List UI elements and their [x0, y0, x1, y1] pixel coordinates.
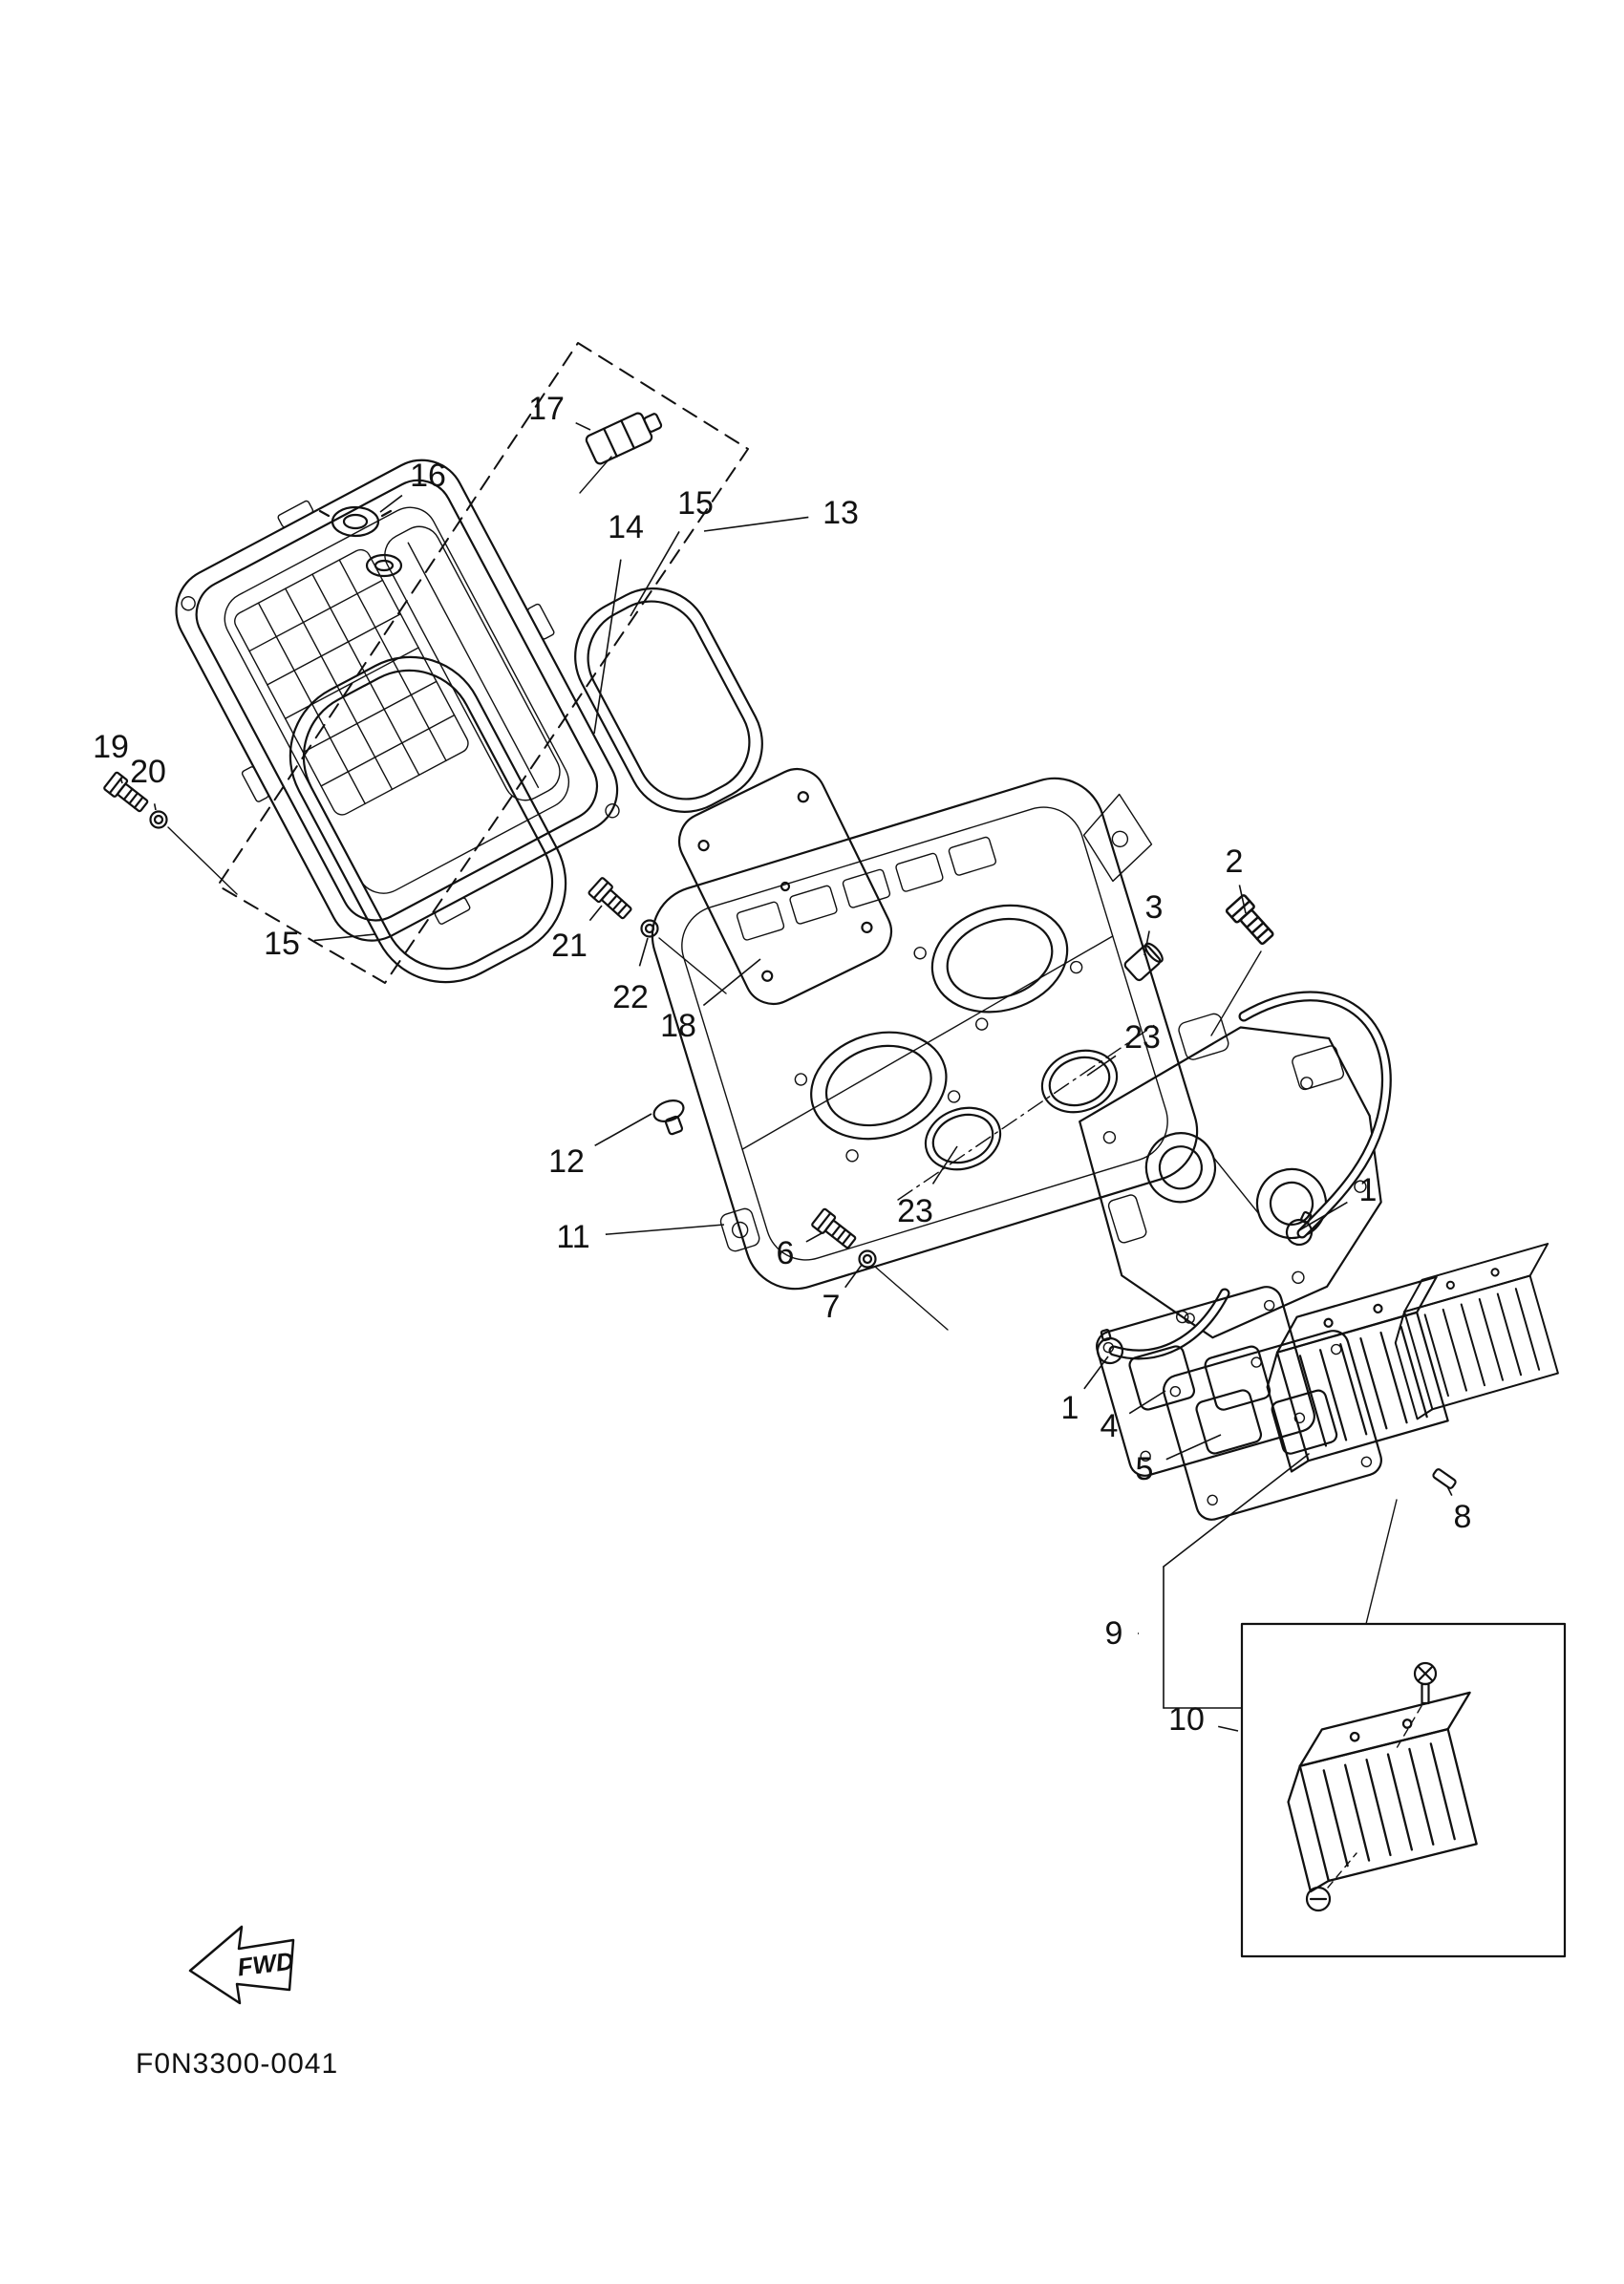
callout-8: 8	[1454, 1499, 1472, 1535]
callout-leader-8	[1446, 1485, 1453, 1496]
callout-22: 22	[612, 979, 649, 1015]
callout-leader-7	[844, 1264, 863, 1289]
callout-1: 1	[1359, 1172, 1378, 1208]
gasket-4	[1096, 1286, 1315, 1477]
callout-13: 13	[823, 495, 859, 531]
callout-1: 1	[1061, 1390, 1079, 1426]
fwd-arrow-shape	[188, 1925, 295, 2005]
diagram-code: F0N3300-0041	[136, 2048, 338, 2080]
callout-9: 9	[1105, 1615, 1123, 1652]
bolt-2-axis	[1210, 950, 1262, 1036]
bolt-6	[810, 1206, 860, 1253]
callout-leader-16	[379, 494, 403, 513]
washer-7	[858, 1249, 877, 1269]
connector	[585, 412, 663, 465]
callout-6: 6	[777, 1235, 795, 1271]
connector-mount-line	[579, 456, 612, 494]
callout-12: 12	[548, 1143, 585, 1180]
callout-15: 15	[677, 485, 714, 522]
detail-screw-top	[1413, 1661, 1438, 1705]
callout-leader-13	[703, 516, 809, 532]
fwd-label: FWD	[236, 1946, 296, 1981]
bore-centerline	[897, 1023, 1157, 1201]
callout-leader-1	[1083, 1355, 1109, 1390]
plug	[652, 1099, 685, 1136]
callout-20: 20	[130, 754, 166, 790]
callout-14: 14	[608, 509, 644, 545]
callout-leader-23	[931, 1145, 958, 1185]
bolt-6-axis	[874, 1266, 949, 1331]
detail-inset-box	[1240, 1622, 1567, 1958]
washer-20	[149, 810, 168, 829]
dashed-boundary-box	[217, 342, 749, 984]
bolt-21	[587, 876, 636, 924]
cap	[318, 505, 393, 538]
callout-leader-15	[630, 531, 680, 617]
detail-screw-bottom	[1305, 1886, 1332, 1912]
bolt-19-axis	[167, 826, 238, 895]
breather-hose-upper-inner	[1240, 993, 1390, 1237]
callout-4: 4	[1100, 1408, 1119, 1444]
callout-17: 17	[528, 391, 565, 427]
callout-9-arm-top	[1163, 1453, 1310, 1568]
callout-19: 19	[93, 729, 129, 765]
detail-screw-bottom-guide	[1327, 1852, 1357, 1889]
callout-leader-21	[588, 905, 603, 922]
callout-leader-4	[1128, 1390, 1166, 1415]
bolt-2	[1224, 893, 1278, 950]
o-ring-23b	[1032, 1039, 1127, 1123]
callout-leader-11	[605, 1224, 725, 1236]
callout-leader-15	[313, 933, 376, 942]
callout-leader-2	[1238, 885, 1247, 914]
callout-leader-10	[1218, 1725, 1239, 1732]
spacer-3	[1123, 942, 1164, 982]
callout-15: 15	[264, 926, 300, 962]
reed-valve-assembly-b	[1379, 1243, 1586, 1420]
air-silencer-case	[175, 459, 620, 942]
washer-22	[640, 919, 659, 938]
callout-21: 21	[551, 928, 588, 964]
callout-2: 2	[1226, 843, 1244, 880]
callout-leader-18	[702, 958, 761, 1007]
cap-mount	[365, 553, 403, 578]
o-ring-23a	[915, 1097, 1011, 1181]
callout-leader-6	[805, 1231, 824, 1243]
callout-leader-12	[594, 1113, 652, 1147]
callout-leader-1	[1298, 1201, 1348, 1231]
callout-11: 11	[556, 1219, 589, 1255]
pin	[1432, 1468, 1457, 1489]
callout-3: 3	[1145, 889, 1164, 926]
breather-hose-lower-inner	[1110, 1290, 1229, 1358]
fwd-arrow: FWD	[188, 1925, 296, 2005]
callout-leader-19	[119, 778, 123, 784]
callout-leader-17	[575, 421, 591, 431]
callout-5: 5	[1136, 1451, 1154, 1487]
callout-leader-14	[593, 559, 622, 735]
callout-leader-23	[1086, 1055, 1117, 1077]
intake-manifold	[1079, 1013, 1382, 1339]
callout-leader-22	[638, 937, 649, 967]
detail-reed-valve	[1271, 1691, 1508, 1893]
seal-ring-large	[288, 655, 567, 984]
gasket-5	[1163, 1330, 1382, 1521]
intake-case	[651, 777, 1199, 1291]
bolt-21-axis	[658, 937, 727, 994]
callout-23: 23	[1124, 1019, 1161, 1056]
detail-box-link-line	[1365, 1499, 1398, 1625]
callout-leader-20	[153, 803, 157, 811]
seal-ring-small	[574, 587, 763, 813]
diagram-line-art	[102, 342, 1586, 1958]
cover-plate	[677, 767, 893, 1006]
callout-7: 7	[823, 1289, 841, 1325]
callout-16: 16	[410, 458, 446, 494]
callout-leader-5	[1165, 1434, 1222, 1461]
callout-10: 10	[1168, 1701, 1205, 1738]
callout-23: 23	[897, 1193, 933, 1229]
callout-leader-3	[1143, 930, 1150, 956]
callout-18: 18	[660, 1008, 696, 1044]
